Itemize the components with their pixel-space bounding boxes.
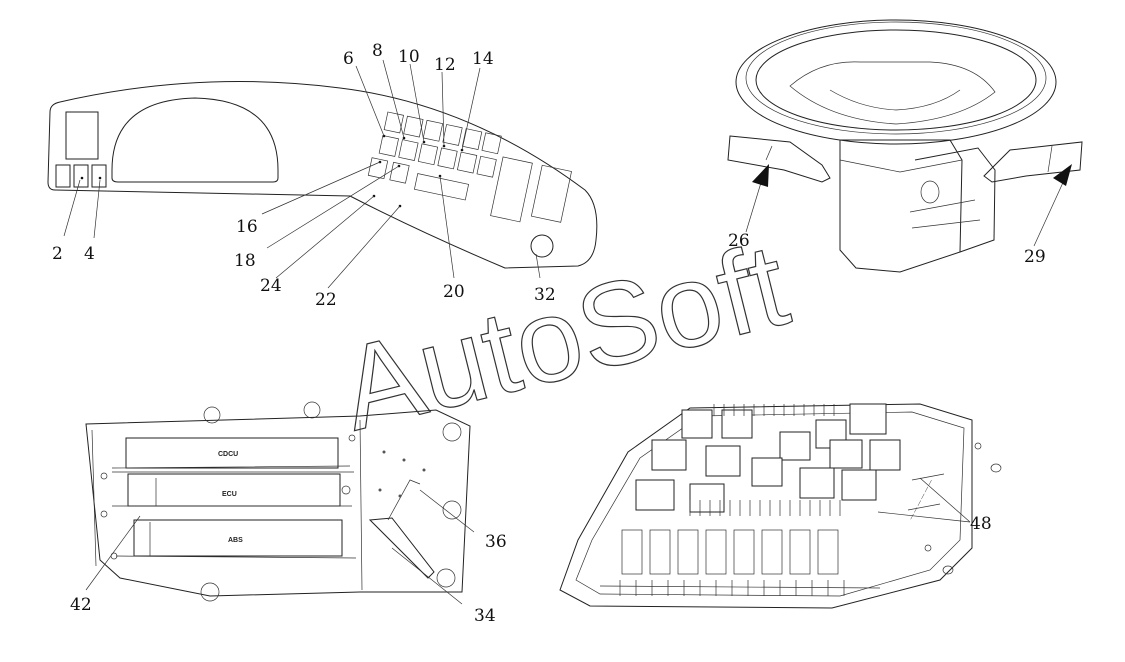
- callout-labels: 2 4 6 8 10 12 14 16 18 20 22 24 26 29 32…: [52, 41, 1046, 626]
- label-14: 14: [472, 49, 494, 69]
- label-22: 22: [315, 290, 337, 310]
- label-18: 18: [234, 251, 256, 271]
- abs-tag: ABS: [228, 537, 243, 544]
- ecu-rack: CDCU ECU ABS: [85, 401, 475, 605]
- label-12: 12: [434, 55, 456, 75]
- ecu-tag: ECU: [222, 491, 237, 498]
- label-24: 24: [260, 276, 282, 296]
- label-26: 26: [728, 231, 750, 251]
- label-29: 29: [1024, 247, 1046, 267]
- label-48: 48: [970, 514, 992, 534]
- label-6: 6: [343, 49, 354, 69]
- label-4: 4: [84, 244, 95, 264]
- label-16: 16: [236, 217, 258, 237]
- label-36: 36: [485, 532, 507, 552]
- label-42: 42: [70, 595, 92, 615]
- label-34: 34: [474, 606, 496, 626]
- label-32: 32: [534, 285, 556, 305]
- steering-column: [727, 19, 1083, 273]
- label-20: 20: [443, 282, 465, 302]
- svg-text:— — — — — —: — — — — — —: [908, 479, 934, 521]
- dashboard-panel: [47, 59, 598, 289]
- cdcu-tag: CDCU: [218, 451, 238, 458]
- label-2: 2: [52, 244, 63, 264]
- label-8: 8: [372, 41, 383, 61]
- label-10: 10: [398, 47, 420, 67]
- relay-board: — — — — — —: [559, 403, 1002, 609]
